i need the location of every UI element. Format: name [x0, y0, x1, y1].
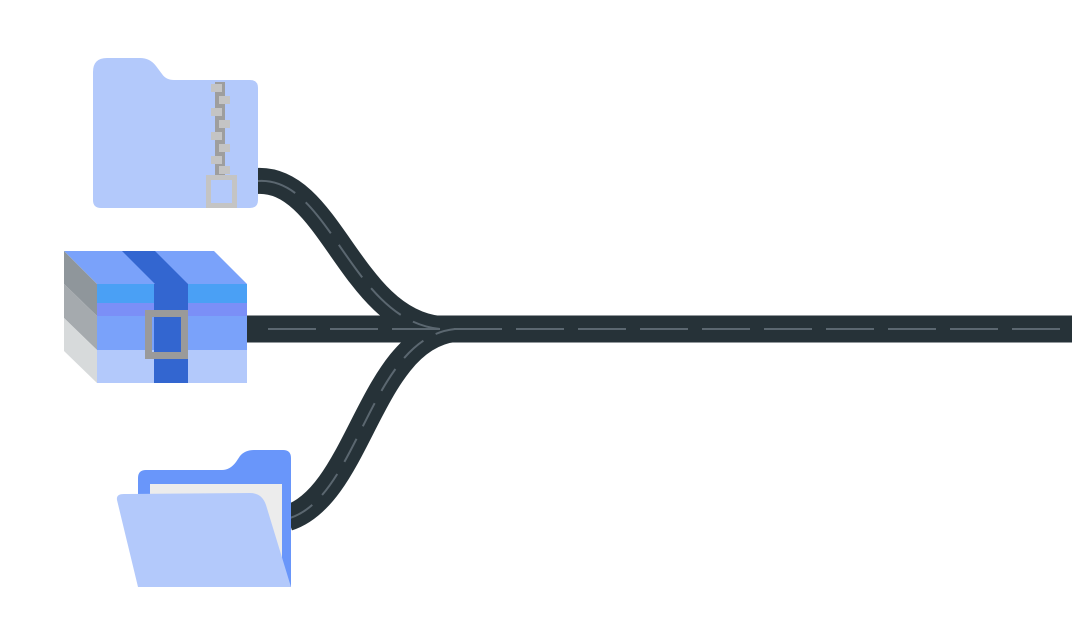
open-folder-icon — [116, 450, 291, 587]
roads — [245, 167, 1072, 531]
road-top-branch — [255, 167, 443, 342]
buckle-icon — [145, 310, 188, 359]
zip-folder-icon — [93, 58, 258, 208]
road-bottom-branch — [282, 316, 458, 531]
road-marking-top — [257, 179, 441, 330]
archive-box-icon — [64, 251, 247, 383]
road-marking-bottom — [289, 328, 456, 519]
